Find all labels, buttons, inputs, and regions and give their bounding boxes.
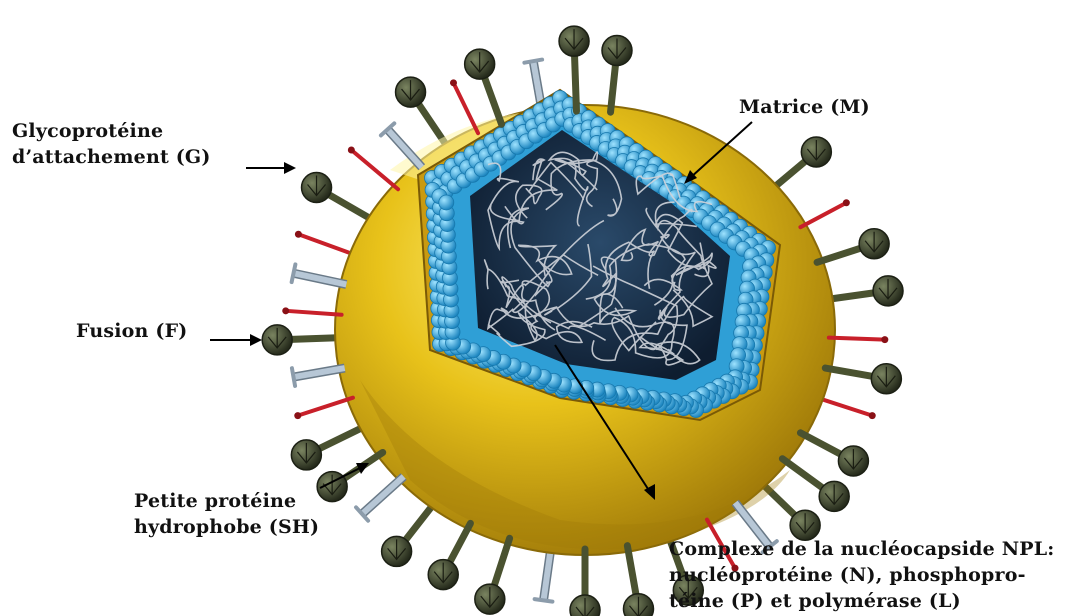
- label-attachment-glycoprotein: Glycoprotéine d’attachement (G): [12, 118, 211, 170]
- label-matrix: Matrice (M): [739, 94, 870, 120]
- small-red-spike: [829, 336, 888, 343]
- g-spike: [317, 452, 383, 501]
- g-spike: [817, 229, 889, 263]
- g-spike: [570, 549, 600, 616]
- small-red-spike: [817, 398, 876, 419]
- label-small-hydrophobic: Petite protéine hydrophobe (SH): [134, 488, 319, 540]
- matrix-bead: [439, 195, 454, 210]
- label-npl-line2-c: phosphopro-: [889, 564, 1025, 586]
- g-spike: [623, 546, 653, 616]
- g-spike: [262, 325, 341, 355]
- small-red-spike: [450, 79, 478, 133]
- small-red-spike: [295, 231, 356, 255]
- label-npl-line2-a: nucléoprotéine: [669, 564, 833, 586]
- label-f-line1: Fusion (F): [76, 318, 187, 344]
- label-g-line1: Glycoprotéine: [12, 118, 211, 144]
- label-fusion: Fusion (F): [76, 318, 187, 344]
- label-npl-line2: nucléoprotéine (N), phosphopro-: [669, 562, 1065, 588]
- arrow-g: [246, 162, 296, 174]
- f-spike: [292, 264, 347, 284]
- small-red-spike: [282, 307, 341, 314]
- g-spike: [602, 36, 632, 113]
- label-nucleocapsid-complex: Complexe de la nucléocapside NPL: nucléo…: [669, 536, 1065, 614]
- g-spike: [475, 538, 510, 614]
- label-g-line2: d’attachement (G): [12, 144, 211, 170]
- label-npl-line1: Complexe de la nucléocapside NPL:: [669, 536, 1065, 562]
- label-sh-line2: hydrophobe (SH): [134, 514, 319, 540]
- g-spike: [827, 276, 903, 306]
- label-npl-line3: téine (P) et polymérase (L): [669, 588, 1065, 614]
- f-spike: [356, 477, 404, 521]
- g-spike: [396, 77, 449, 148]
- g-spike: [302, 173, 374, 221]
- g-spike: [825, 364, 901, 394]
- g-spike: [772, 137, 831, 189]
- arrow-f: [210, 334, 262, 346]
- f-spike: [292, 368, 345, 386]
- f-spike: [381, 123, 422, 167]
- label-npl-line2-b: (N),: [840, 564, 883, 586]
- g-spike: [291, 426, 365, 470]
- small-red-spike: [294, 398, 353, 419]
- small-red-spike: [800, 199, 849, 227]
- f-spike: [535, 547, 553, 602]
- g-spike: [428, 523, 470, 589]
- g-spike: [800, 433, 868, 476]
- small-red-spike: [348, 147, 398, 190]
- label-sh-line1: Petite protéine: [134, 488, 319, 514]
- g-spike: [382, 503, 435, 567]
- label-m-line1: Matrice (M): [739, 94, 870, 120]
